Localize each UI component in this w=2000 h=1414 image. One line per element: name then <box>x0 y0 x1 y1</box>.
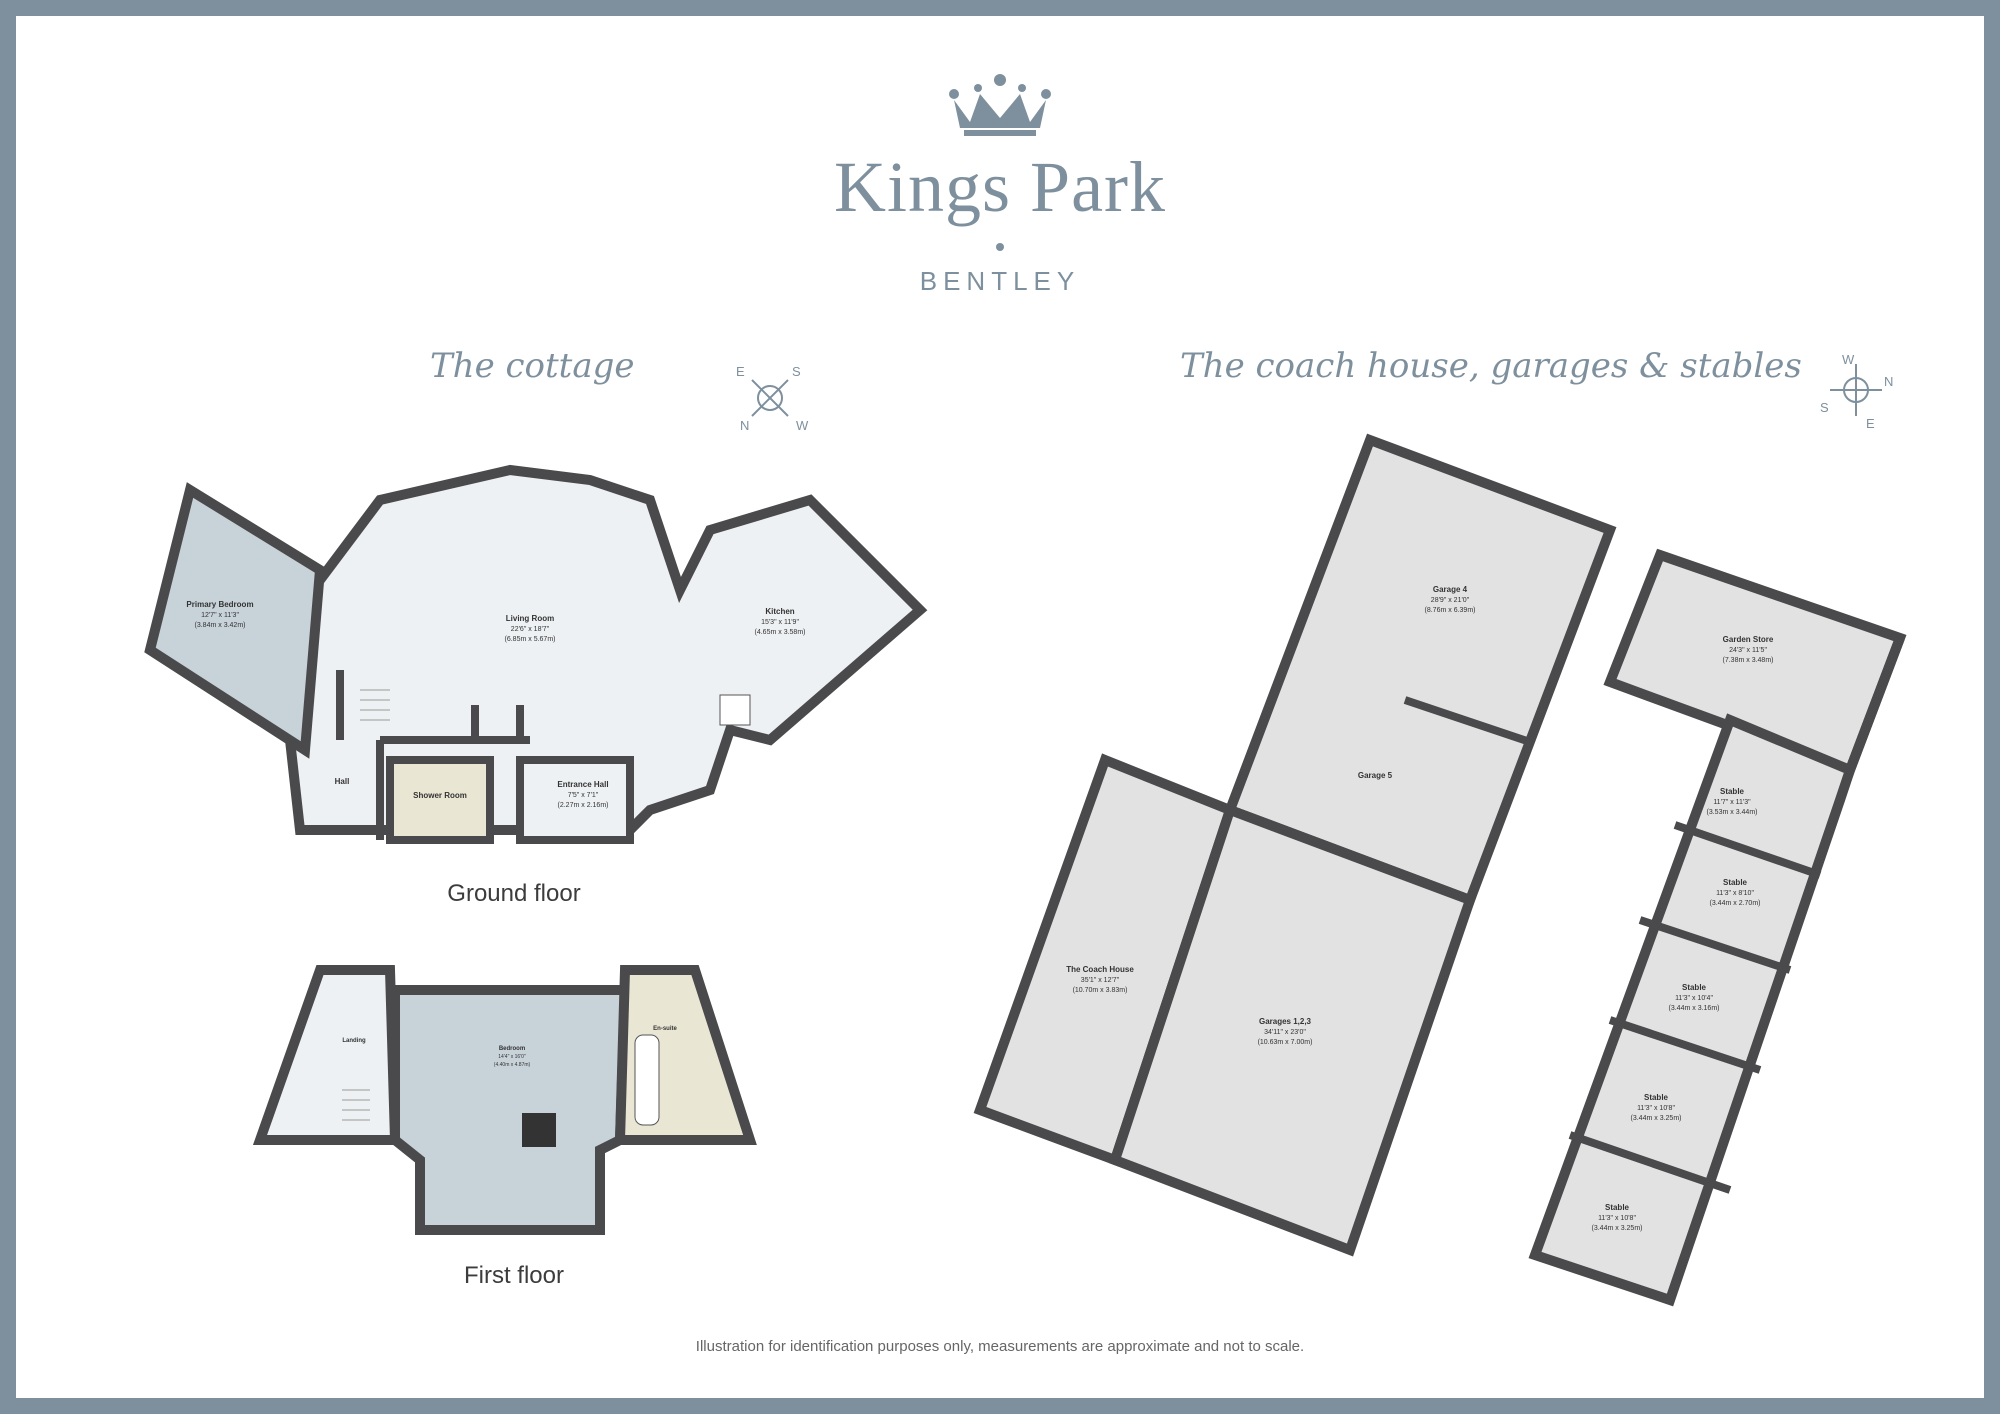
garden-store-label: Garden Store <box>1723 635 1774 644</box>
compass-s: S <box>792 364 801 379</box>
compass-rose-icon: W N E S <box>1820 352 1893 430</box>
stable-label: Stable <box>1723 878 1748 887</box>
stable-metric: (3.53m x 3.44m) <box>1707 809 1758 816</box>
kitchen-label: Kitchen <box>765 607 794 616</box>
bedroom-fill <box>390 985 631 1235</box>
living-room-label: Living Room <box>506 614 554 623</box>
stable-metric: (3.44m x 3.16m) <box>1669 1005 1720 1012</box>
outbuildings-plan: Garage 4 28'9" x 21'0" (8.76m x 6.39m) G… <box>973 433 1907 1307</box>
chimney-block <box>522 1113 556 1147</box>
garage-5-label: Garage 5 <box>1358 771 1393 780</box>
ensuite-label: En-suite <box>653 1026 677 1032</box>
first-floor-label: First floor <box>463 1262 564 1289</box>
living-room-metric: (6.85m x 5.67m) <box>505 636 556 643</box>
compass-s: S <box>1820 400 1829 415</box>
stables-block-fill <box>1528 636 1905 1307</box>
stable-imperial: 11'3" x 8'10" <box>1716 890 1754 897</box>
primary-bedroom-imperial: 12'7" x 11'3" <box>201 612 239 619</box>
compass-rose-icon: S W N E <box>736 364 809 433</box>
compass-e: E <box>1866 416 1875 430</box>
garages-123-imperial: 34'11" x 23'0" <box>1264 1029 1306 1036</box>
coach-house-imperial: 35'1" x 12'7" <box>1081 977 1120 984</box>
compass-e: E <box>736 364 745 379</box>
stable-imperial: 11'7" x 11'3" <box>1713 799 1751 806</box>
shower-room-fill <box>386 756 494 844</box>
kitchen-imperial: 15'3" x 11'9" <box>761 619 799 626</box>
first-floor-plan: Landing Bedroom 14'4" x 16'0" (4.40m x 4… <box>252 965 757 1235</box>
entrance-hall-outline <box>516 756 634 844</box>
stable-metric: (3.44m x 3.25m) <box>1631 1115 1682 1122</box>
brand-location: BENTLEY <box>919 266 1081 296</box>
kitchen-island <box>719 694 751 726</box>
stable-imperial: 11'3" x 10'8" <box>1637 1105 1675 1112</box>
garage-4-imperial: 28'9" x 21'0" <box>1431 597 1470 604</box>
kitchen-metric: (4.65m x 3.58m) <box>755 629 806 636</box>
ground-floor-plan: Primary Bedroom 12'7" x 11'3" (3.84m x 3… <box>144 464 928 844</box>
garden-store-metric: (7.38m x 3.48m) <box>1723 657 1774 664</box>
primary-bedroom-fill <box>144 482 326 759</box>
bedroom-label: Bedroom <box>499 1046 525 1052</box>
crown-logo-icon <box>949 74 1051 136</box>
garage-4-metric: (8.76m x 6.39m) <box>1425 607 1476 614</box>
disclaimer-text: Illustration for identification purposes… <box>695 1338 1305 1355</box>
living-room-imperial: 22'6" x 18'7" <box>511 626 550 633</box>
garden-store-imperial: 24'3" x 11'5" <box>1729 647 1767 654</box>
primary-bedroom-metric: (3.84m x 3.42m) <box>195 622 246 629</box>
landing-fill <box>252 965 401 1145</box>
garage-4-label: Garage 4 <box>1433 585 1468 594</box>
stable-imperial: 11'3" x 10'4" <box>1675 995 1713 1002</box>
stable-metric: (3.44m x 2.70m) <box>1710 900 1761 907</box>
bedroom-metric: (4.40m x 4.87m) <box>494 1062 531 1068</box>
ground-floor-label: Ground floor <box>447 880 581 907</box>
entrance-hall-metric: (2.27m x 2.16m) <box>558 802 609 809</box>
cottage-title: The cottage <box>430 346 635 386</box>
brand-dot-icon <box>996 243 1004 251</box>
primary-bedroom-label: Primary Bedroom <box>186 600 253 609</box>
stable-label: Stable <box>1605 1203 1630 1212</box>
hall-label: Hall <box>335 777 350 786</box>
coach-house-label: The Coach House <box>1066 965 1134 974</box>
garages-123-metric: (10.63m x 7.00m) <box>1258 1039 1313 1046</box>
garages-123-label: Garages 1,2,3 <box>1259 1017 1312 1026</box>
bath <box>634 1034 660 1126</box>
compass-w: W <box>1842 352 1855 367</box>
shower-room-label: Shower Room <box>413 791 467 800</box>
entrance-hall-imperial: 7'5" x 7'1" <box>568 792 599 799</box>
entrance-hall-label: Entrance Hall <box>557 780 608 789</box>
stable-imperial: 11'3" x 10'8" <box>1598 1215 1636 1222</box>
coach-house-metric: (10.70m x 3.83m) <box>1073 987 1128 994</box>
coach-house-title: The coach house, garages & stables <box>1180 346 1802 386</box>
bedroom-imperial: 14'4" x 16'0" <box>498 1054 526 1060</box>
compass-w: W <box>796 418 809 433</box>
stable-label: Stable <box>1720 787 1745 796</box>
brand-name: Kings Park <box>834 147 1166 227</box>
compass-n: N <box>1884 374 1893 389</box>
stable-metric: (3.44m x 3.25m) <box>1592 1225 1643 1232</box>
landing-label: Landing <box>342 1038 366 1044</box>
stable-label: Stable <box>1644 1093 1669 1102</box>
stable-label: Stable <box>1682 983 1707 992</box>
compass-n: N <box>740 418 749 433</box>
garages-1-2-3-fill <box>1108 803 1477 1257</box>
